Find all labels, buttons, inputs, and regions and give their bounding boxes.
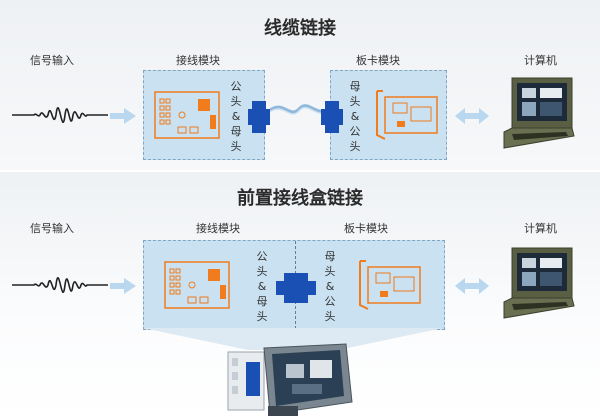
arrow-right-icon	[110, 278, 136, 294]
waveform-icon	[12, 107, 108, 123]
computer-label: 计算机	[524, 222, 557, 235]
computer-label: 计算机	[524, 54, 557, 67]
cable-icon	[270, 104, 328, 115]
wiring-board-icon	[154, 91, 220, 139]
waveform-icon	[12, 277, 108, 293]
connector-icon	[321, 101, 343, 133]
board-module-label: 板卡模块	[344, 222, 388, 235]
wiring-connector-text: 公头&母头	[256, 250, 268, 323]
signal-input-label: 信号输入	[30, 54, 74, 67]
connector-icon	[276, 273, 316, 303]
data-acquisition-card-icon	[376, 90, 438, 140]
terminal-box-module: 公头&母头 母头&公头	[143, 240, 445, 330]
data-acquisition-card-icon	[359, 260, 421, 310]
wiring-module-box: 公头&母头	[143, 70, 270, 160]
laptop-icon	[503, 247, 575, 319]
cable-connection-title: 线缆链接	[264, 18, 336, 39]
board-connector-text: 母头&公头	[324, 250, 336, 323]
front-terminal-box-panel: 前置接线盒链接 信号输入 接线模块 板卡模块 计算机 公头&母头	[0, 172, 600, 420]
connector-icon	[248, 101, 270, 133]
board-module-label: 板卡模块	[356, 54, 400, 67]
projection-shape	[143, 328, 443, 350]
wiring-module-label: 接线模块	[196, 222, 240, 235]
board-connector-text: 母头&公头	[349, 80, 361, 153]
signal-input-label: 信号输入	[30, 222, 74, 235]
double-arrow-icon	[455, 278, 489, 294]
cable-connection-panel: 线缆链接 信号输入 接线模块 板卡模块 计算机 公头&母头	[0, 0, 600, 170]
arrow-right-icon	[110, 108, 136, 124]
laptop-icon	[503, 77, 575, 149]
wiring-connector-text: 公头&母头	[230, 80, 242, 153]
wiring-board-icon	[164, 261, 230, 309]
wiring-module-label: 接线模块	[176, 54, 220, 67]
terminal-box-photo	[227, 343, 353, 416]
double-arrow-icon	[455, 108, 489, 124]
front-terminal-box-title: 前置接线盒链接	[237, 188, 363, 209]
board-module-box: 母头&公头	[321, 70, 447, 160]
